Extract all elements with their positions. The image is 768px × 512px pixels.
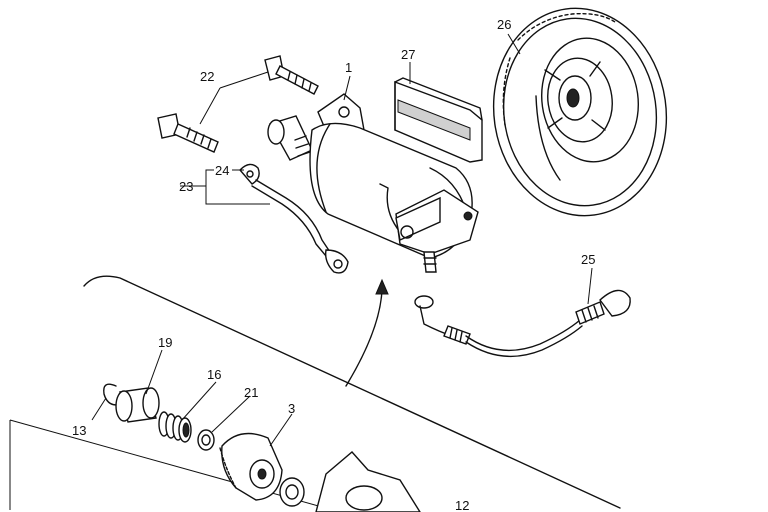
circlip [103,383,123,406]
callout-1: 1 [345,60,352,75]
starter-motor [267,93,479,273]
callout-3: 3 [288,401,295,416]
callout-22: 22 [200,69,214,84]
return-spring [158,411,192,443]
mounting-bolt-upper [264,55,319,95]
drive-end-bracket [315,451,421,512]
callout-23: 23 [179,179,193,194]
callout-25: 25 [581,252,595,267]
callout-16: 16 [207,367,221,382]
rubber-pad [394,77,483,163]
callout-24: 24 [215,163,229,178]
callout-26: 26 [497,17,511,32]
callout-27: 27 [401,47,415,62]
detail-pointer-arrowhead [375,278,389,295]
leader-lines [91,33,593,447]
callout-21: 21 [244,385,258,400]
battery-cable [414,289,631,358]
spacer-washer [279,477,305,507]
detail-pointer-arrow [345,289,383,387]
ground-cable [239,163,349,274]
detail-break-line [83,275,621,509]
flywheel [492,7,668,217]
callout-19: 19 [158,335,172,350]
callout-12: 12 [455,498,469,512]
callout-13: 13 [72,423,86,438]
pinion-stop-collar [115,387,160,423]
mounting-bolt-lower [157,113,219,153]
pinion-gear [219,432,283,501]
thrust-washer [197,429,215,451]
